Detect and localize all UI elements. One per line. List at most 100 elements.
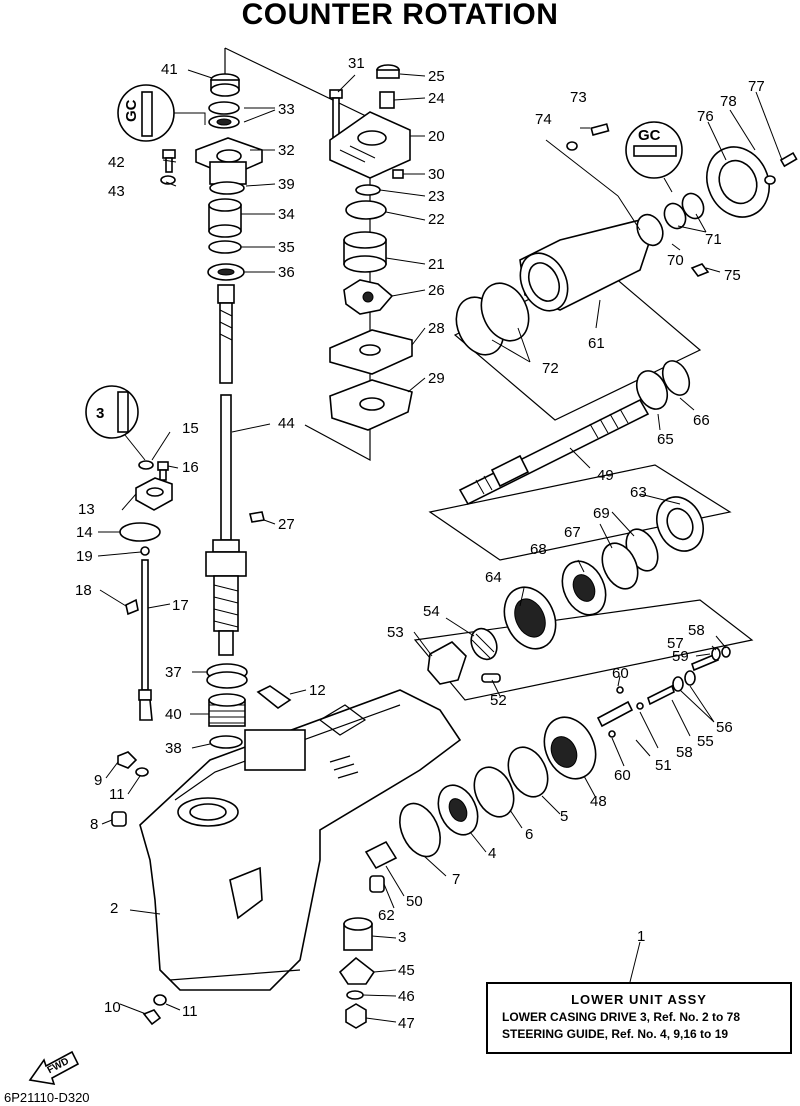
label-77: 77 — [748, 78, 765, 95]
part-7-snap-ring — [399, 802, 441, 858]
label-35: 35 — [278, 239, 295, 256]
label-11a: 11 — [109, 786, 125, 803]
part-9-nut — [117, 751, 138, 769]
label-58a: 58 — [688, 622, 705, 639]
label-69: 69 — [593, 505, 610, 522]
label-61: 61 — [588, 335, 605, 352]
label-50: 50 — [406, 893, 423, 910]
part-29-gasket — [329, 379, 413, 431]
label-60a: 60 — [612, 665, 629, 682]
label-66: 66 — [693, 412, 710, 429]
label-41: 41 — [161, 61, 178, 78]
label-21: 21 — [428, 256, 445, 273]
part-62-pin — [369, 875, 385, 893]
part-33-oil-seals — [208, 101, 240, 129]
frame-bearing-group — [428, 464, 732, 561]
label-45: 45 — [398, 962, 415, 979]
label-78: 78 — [720, 93, 737, 110]
label-28: 28 — [428, 320, 445, 337]
part-22-gasket — [345, 200, 387, 220]
label-36: 36 — [278, 264, 295, 281]
label-44: 44 — [278, 415, 295, 432]
label-11b: 11 — [182, 1003, 198, 1020]
part-28-outer-plate — [329, 329, 413, 375]
part-53-dog-clutch — [427, 641, 467, 685]
part-63-bearing — [656, 496, 704, 552]
part-18-clip — [125, 598, 139, 616]
label-63: 63 — [630, 484, 647, 501]
legend-header: LOWER UNIT ASSY — [571, 992, 707, 1007]
part-68-bearing-race — [561, 560, 607, 616]
label-31: 31 — [348, 55, 365, 72]
label-7: 7 — [452, 871, 460, 888]
callout-icon-label: 3 — [96, 405, 104, 422]
label-67: 67 — [564, 524, 581, 541]
label-29: 29 — [428, 370, 445, 387]
part-35-shim — [208, 240, 242, 254]
label-58b: 58 — [676, 744, 693, 761]
part-30-pin — [392, 169, 404, 179]
part-45-pinion — [338, 956, 376, 985]
fwd-arrow-icon: FWD — [28, 1050, 80, 1086]
label-40: 40 — [165, 706, 182, 723]
label-1: 1 — [637, 928, 645, 945]
label-8: 8 — [90, 816, 98, 833]
callout-grease-icon-left: 3 — [85, 385, 146, 461]
part-49-propeller-shaft — [458, 398, 650, 506]
part-57-shim — [711, 647, 721, 661]
label-49: 49 — [597, 467, 614, 484]
part-31-bolt — [329, 89, 343, 139]
part-73-bolt — [590, 123, 610, 136]
svg-text:GC: GC — [123, 99, 140, 122]
part-19-seal — [140, 546, 150, 556]
part-78-washer — [764, 175, 776, 185]
label-51: 51 — [655, 757, 672, 774]
part-44-drive-shaft — [205, 284, 247, 656]
label-53: 53 — [387, 624, 404, 641]
part-26-impeller — [343, 279, 394, 315]
label-62: 62 — [378, 907, 395, 924]
part-16-bolt — [157, 461, 169, 481]
part-36-sleeve — [207, 263, 245, 281]
part-42-bolt — [162, 149, 176, 173]
part-48-reverse-gear — [543, 716, 597, 780]
part-34-bearing — [208, 198, 242, 238]
part-32-oil-seal-housing — [195, 137, 263, 185]
part-39-gasket — [209, 181, 245, 195]
part-66-shim — [661, 360, 691, 396]
part-43-washer — [160, 175, 176, 185]
lower-unit-assy-legend: LOWER UNIT ASSY LOWER CASING DRIVE 3, Re… — [486, 982, 792, 1054]
part-55-pin — [647, 684, 675, 706]
label-26: 26 — [428, 282, 445, 299]
label-24: 24 — [428, 90, 445, 107]
part-38-shim — [209, 735, 243, 749]
label-18: 18 — [75, 582, 92, 599]
label-9: 9 — [94, 772, 102, 789]
part-12-anode — [256, 685, 292, 709]
part-41-oil-seal-cap — [210, 73, 240, 97]
label-43: 43 — [108, 183, 125, 200]
part-58-ball-lower — [636, 702, 644, 710]
label-52: 52 — [490, 692, 507, 709]
label-33: 33 — [278, 101, 295, 118]
part-20-pump-housing — [329, 111, 411, 179]
frame-clutch-group — [413, 599, 754, 701]
label-70: 70 — [667, 252, 684, 269]
label-48: 48 — [590, 793, 607, 810]
label-37: 37 — [165, 664, 182, 681]
part-47-nut — [345, 1003, 367, 1029]
label-3: 3 — [398, 929, 406, 946]
label-27: 27 — [278, 516, 295, 533]
part-60-ball-top — [616, 686, 624, 694]
label-38: 38 — [165, 740, 182, 757]
label-60b: 60 — [614, 767, 631, 784]
diagram-title: COUNTER ROTATION — [241, 0, 559, 31]
label-55: 55 — [697, 733, 714, 750]
part-46-shim — [346, 990, 364, 1000]
part-5-bearing — [507, 746, 549, 798]
part-76-cap — [706, 146, 770, 218]
callout-grease-icon-top: GC — [117, 84, 206, 142]
label-23: 23 — [428, 188, 445, 205]
part-27-pin — [249, 511, 265, 523]
label-30: 30 — [428, 166, 445, 183]
